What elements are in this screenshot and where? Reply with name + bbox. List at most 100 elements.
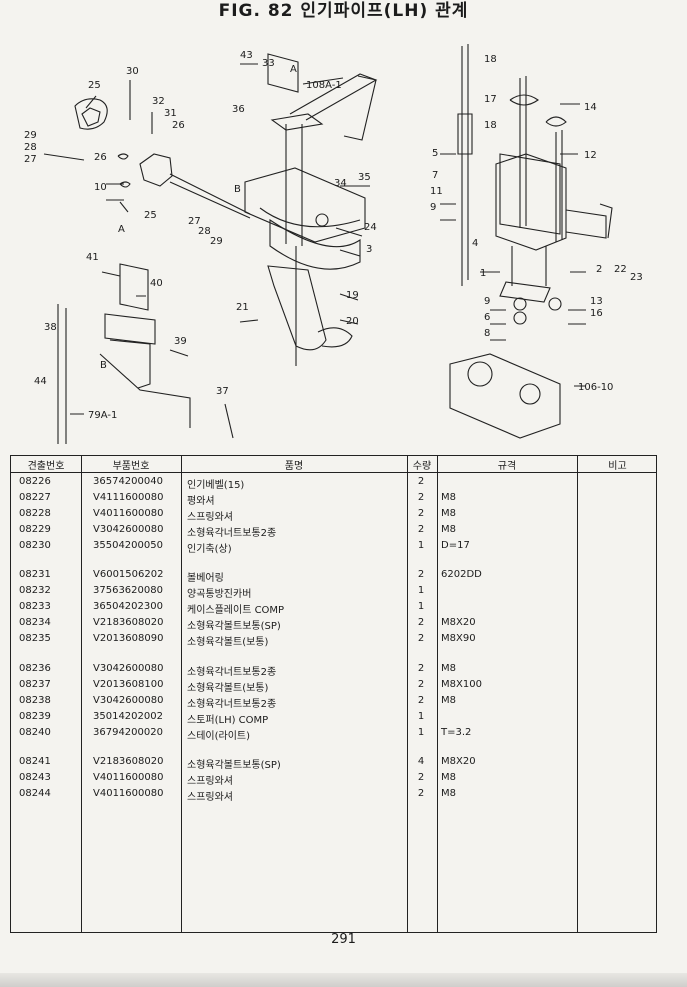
cell-part-no: 36574200040 (93, 476, 163, 487)
callout-26-lower: 26 (94, 152, 107, 163)
cell-code: 08233 (19, 601, 51, 612)
callout-22: 22 (614, 264, 627, 275)
cell-part-no: V4011600080 (93, 508, 164, 519)
cell-code: 08241 (19, 756, 51, 767)
callout-12: 12 (584, 150, 597, 161)
cell-part-no: 37563620080 (93, 585, 163, 596)
callout-4: 4 (472, 238, 478, 249)
cell-code: 08230 (19, 540, 51, 551)
cell-part-no: V3042600080 (93, 695, 164, 706)
callout-25-top: 25 (88, 80, 101, 91)
cell-part-no: V2013608090 (93, 633, 164, 644)
callout-18-mid: 18 (484, 120, 497, 131)
cell-part-no: V3042600080 (93, 524, 164, 535)
cell-code: 08231 (19, 569, 51, 580)
callout-27-left: 27 (24, 154, 37, 165)
callout-106-10: 106-10 (578, 382, 613, 393)
cell-spec: M8 (441, 788, 456, 799)
cell-code: 08229 (19, 524, 51, 535)
cell-name: 케이스플레이트 COMP (187, 605, 285, 616)
callout-b-lower: B (100, 360, 107, 371)
cell-qty: 1 (417, 585, 425, 596)
header-spec: 규격 (497, 461, 517, 472)
cell-spec: M8X90 (441, 633, 476, 644)
header-part-no: 부품번호 (112, 461, 150, 472)
callout-3: 3 (366, 244, 372, 255)
cell-qty: 2 (417, 524, 425, 535)
cell-part-no: V2183608020 (93, 756, 164, 767)
cell-part-no: V4111600080 (93, 492, 164, 503)
callout-9-lower: 9 (484, 296, 490, 307)
cell-spec: M8X100 (441, 679, 482, 690)
callout-35: 35 (358, 172, 371, 183)
cell-qty: 1 (417, 540, 425, 551)
cell-part-no: 35504200050 (93, 540, 163, 551)
callout-1: 1 (480, 268, 486, 279)
cell-part-no: 35014202002 (93, 711, 163, 722)
cell-name: 양곡통방진카버 (187, 589, 252, 600)
callout-18-top: 18 (484, 54, 497, 65)
cell-qty: 2 (417, 476, 425, 487)
cell-code: 08232 (19, 585, 51, 596)
cell-name: 소형육각볼트(보통) (187, 683, 269, 694)
callout-40: 40 (150, 278, 163, 289)
callout-36: 36 (232, 104, 245, 115)
cell-spec: M8 (441, 695, 456, 706)
cell-name: 인기베벨(15) (187, 480, 245, 491)
cell-qty: 2 (417, 569, 425, 580)
cell-name: 소형육각볼트보통(SP) (187, 621, 281, 632)
cell-name: 스프링와셔 (187, 512, 233, 523)
callout-28-lower: 28 (198, 226, 211, 237)
callout-19: 19 (346, 290, 359, 301)
callout-39: 39 (174, 336, 187, 347)
callout-23: 23 (630, 272, 643, 283)
callout-21: 21 (236, 302, 249, 313)
cell-qty: 2 (417, 679, 425, 690)
cell-code: 08226 (19, 476, 51, 487)
callout-25-lower: 25 (144, 210, 157, 221)
callout-29-left: 29 (24, 130, 37, 141)
cell-name: 소형육각볼트(보통) (187, 637, 269, 648)
cell-part-no: V3042600080 (93, 663, 164, 674)
callout-9-upper: 9 (430, 202, 436, 213)
callout-108a-1: 108A-1 (306, 80, 342, 91)
callout-6: 6 (484, 312, 490, 323)
cell-part-no: 36794200020 (93, 727, 163, 738)
callout-10: 10 (94, 182, 107, 193)
cell-name: 평와셔 (187, 496, 215, 507)
callout-a-top: A (290, 64, 297, 75)
callout-32: 32 (152, 96, 165, 107)
cell-spec: M8 (441, 663, 456, 674)
callout-13: 13 (590, 296, 603, 307)
cell-part-no: V2013608100 (93, 679, 164, 690)
header-name: 품명 (284, 461, 304, 472)
callout-5: 5 (432, 148, 438, 159)
header-code: 견출번호 (27, 461, 65, 472)
cell-name: 스테이(라이트) (187, 731, 251, 742)
callout-a-lower: A (118, 224, 125, 235)
cell-code: 08235 (19, 633, 51, 644)
cell-code: 08240 (19, 727, 51, 738)
cell-qty: 2 (417, 508, 425, 519)
cell-spec: M8 (441, 508, 456, 519)
callout-41: 41 (86, 252, 99, 263)
cell-part-no: V4011600080 (93, 788, 164, 799)
callout-37: 37 (216, 386, 229, 397)
callout-27-lower: 27 (188, 216, 201, 227)
cell-spec: M8 (441, 524, 456, 535)
table-row: 08232 37563620080 양곡통방진카버 1 (11, 584, 656, 600)
cell-qty: 2 (417, 788, 425, 799)
callout-14: 14 (584, 102, 597, 113)
